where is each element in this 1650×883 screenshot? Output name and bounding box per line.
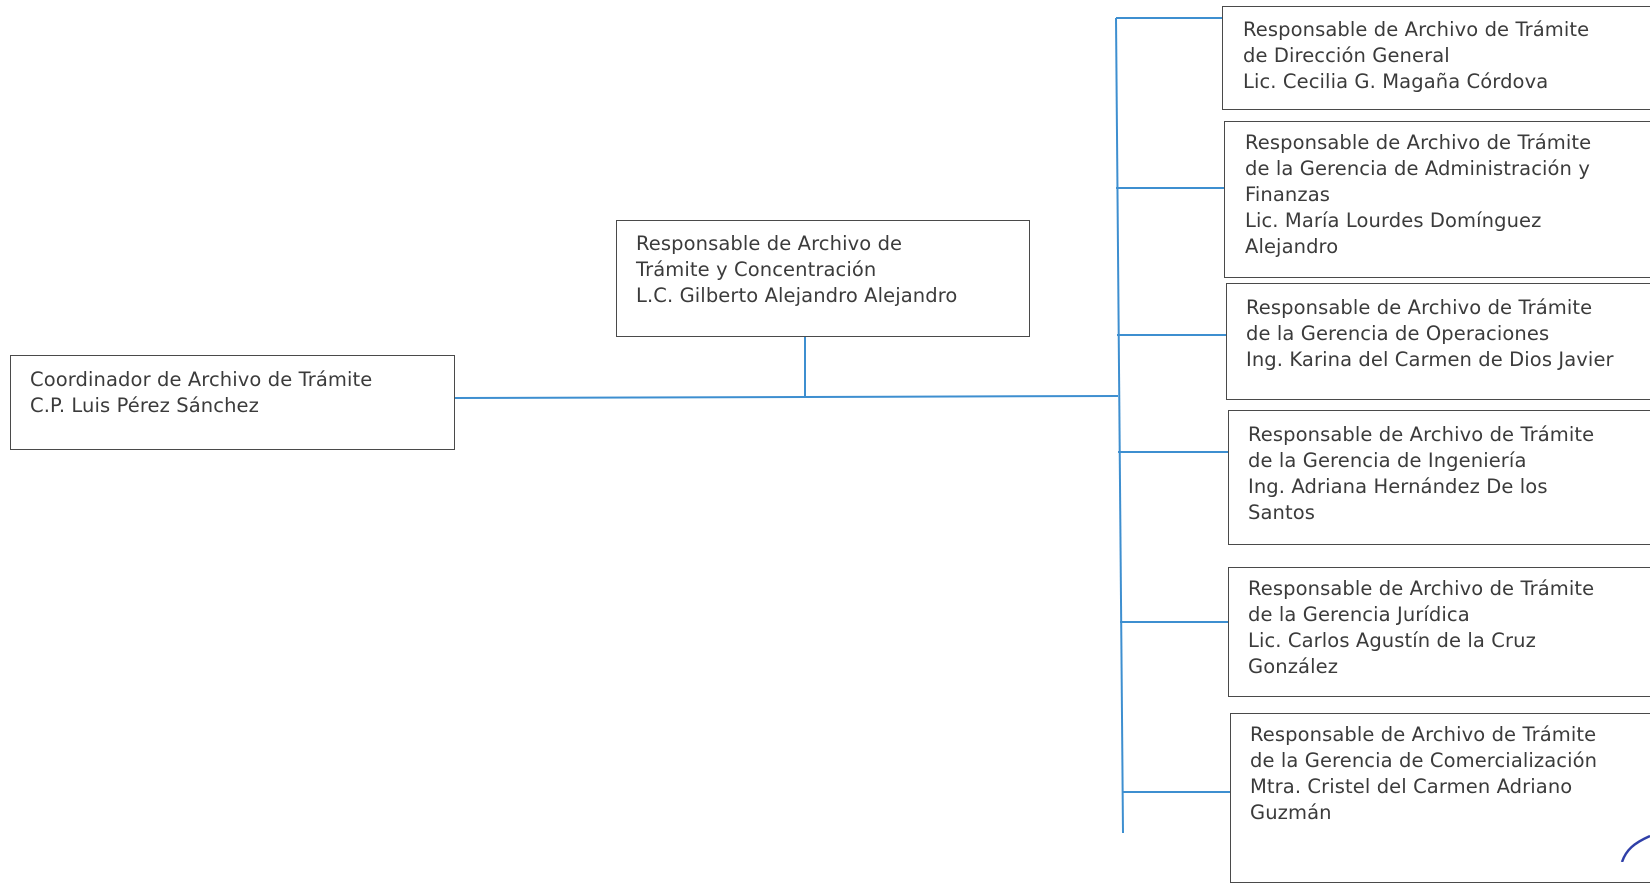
- stamp-mark: [1620, 834, 1650, 862]
- concentration-box: Responsable de Archivo de Trámite y Conc…: [616, 220, 1030, 337]
- unit-responsible-name: Ing. Karina del Carmen de Dios Javier: [1246, 348, 1614, 371]
- unit-responsible-name: Lic. Carlos Agustín de la Cruz: [1248, 629, 1536, 652]
- unit-responsible-name: Mtra. Cristel del Carmen Adriano: [1250, 775, 1573, 798]
- coordinator-box: Coordinador de Archivo de Trámite C.P. L…: [10, 355, 455, 450]
- unit-title: Responsable de Archivo de Trámite: [1248, 423, 1595, 446]
- unit-title: de la Gerencia Jurídica: [1248, 603, 1470, 626]
- coordinator-title: Coordinador de Archivo de Trámite: [30, 368, 373, 391]
- unit-title: de la Gerencia de Comercialización: [1250, 749, 1598, 772]
- unit-responsible-name: Santos: [1248, 501, 1316, 524]
- unit-box-ingenieria: Responsable de Archivo de Trámite de la …: [1228, 410, 1650, 545]
- concentration-title-line-1: Responsable de Archivo de: [636, 232, 903, 255]
- concentration-title-line-2: Trámite y Concentración: [636, 258, 877, 281]
- unit-title: Responsable de Archivo de Trámite: [1246, 296, 1593, 319]
- unit-box-direccion-general: Responsable de Archivo de Trámite de Dir…: [1222, 6, 1650, 110]
- unit-responsible-name: Lic. María Lourdes Domínguez: [1245, 209, 1542, 232]
- unit-title: de la Gerencia de Administración y: [1245, 157, 1590, 180]
- unit-responsible-name: Lic. Cecilia G. Magaña Córdova: [1243, 70, 1549, 93]
- unit-responsible-name: Guzmán: [1250, 801, 1332, 824]
- unit-responsible-name: Alejandro: [1245, 235, 1339, 258]
- unit-title: de la Gerencia de Operaciones: [1246, 322, 1550, 345]
- unit-title: Responsable de Archivo de Trámite: [1248, 577, 1595, 600]
- unit-title: de Dirección General: [1243, 44, 1450, 67]
- unit-title: Responsable de Archivo de Trámite: [1243, 18, 1590, 41]
- unit-title: Finanzas: [1245, 183, 1331, 206]
- unit-responsible-name: Ing. Adriana Hernández De los: [1248, 475, 1548, 498]
- unit-title: de la Gerencia de Ingeniería: [1248, 449, 1527, 472]
- unit-box-juridica: Responsable de Archivo de Trámite de la …: [1228, 567, 1650, 697]
- unit-box-operaciones: Responsable de Archivo de Trámite de la …: [1226, 283, 1650, 400]
- concentration-name: L.C. Gilberto Alejandro Alejandro: [636, 284, 958, 307]
- unit-title: Responsable de Archivo de Trámite: [1245, 131, 1592, 154]
- vertical-bus-line: [1115, 17, 1124, 834]
- unit-title: Responsable de Archivo de Trámite: [1250, 723, 1597, 746]
- connector-lines: [454, 17, 1230, 834]
- trunk-line: [454, 395, 1119, 399]
- unit-box-comercializacion: Responsable de Archivo de Trámite de la …: [1230, 713, 1650, 883]
- coordinator-name: C.P. Luis Pérez Sánchez: [30, 394, 259, 417]
- unit-box-administracion-finanzas: Responsable de Archivo de Trámite de la …: [1224, 121, 1650, 278]
- unit-responsible-name: González: [1248, 655, 1339, 678]
- org-chart: Coordinador de Archivo de Trámite C.P. L…: [10, 6, 1650, 883]
